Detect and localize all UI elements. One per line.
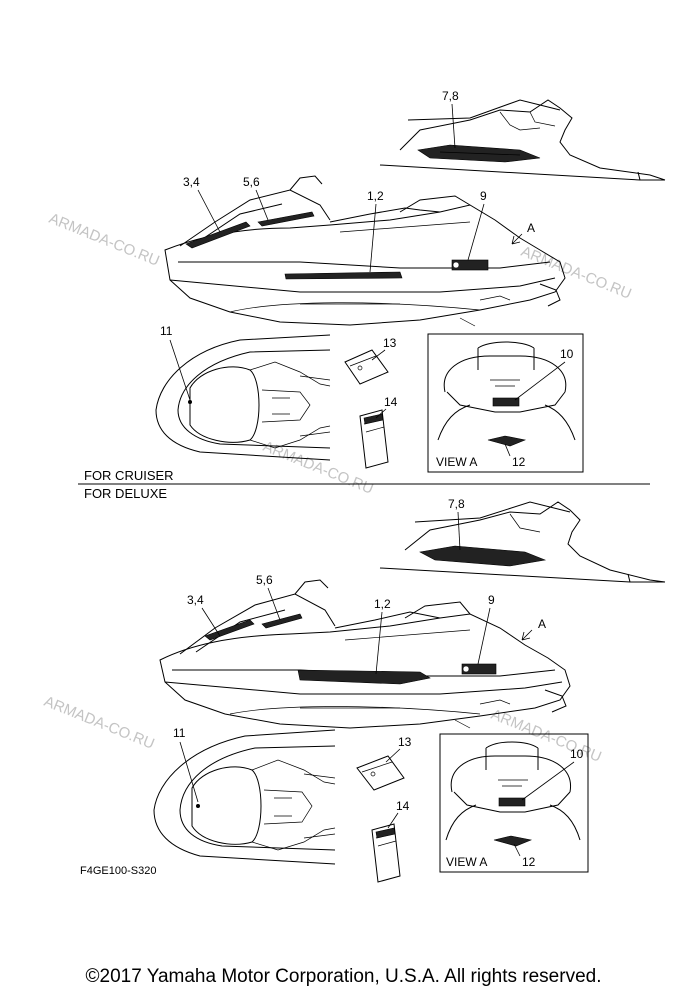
figure-code: F4GE100-S320 (80, 865, 156, 877)
callout-7-8: 7,8 (442, 89, 459, 103)
label-card-top (359, 409, 389, 469)
view-a-label: VIEW A (446, 855, 487, 869)
callout-3-4: 3,4 (183, 175, 200, 189)
rear-deck-inset-top (379, 99, 666, 181)
watercraft-side-view-bottom (159, 579, 571, 729)
section-deluxe-label: FOR DELUXE (84, 486, 167, 501)
callout-14: 14 (384, 395, 398, 409)
manual-pouch-top (344, 349, 389, 385)
callout-9: 9 (480, 189, 487, 203)
view-a-box-top (427, 333, 584, 473)
watermark: ARMADA-CO.RU (42, 693, 157, 753)
callouts-top: 7,8 3,4 5,6 1,2 9 A 11 13 14 10 12 VIEW … (160, 89, 574, 469)
callout-5-6: 5,6 (256, 573, 273, 587)
callout-13: 13 (383, 336, 397, 350)
watercraft-top-view-deluxe (153, 729, 336, 865)
copyright-notice: ©2017 Yamaha Motor Corporation, U.S.A. A… (85, 966, 602, 987)
watercraft-side-view-top (164, 175, 566, 327)
callout-7-8: 7,8 (448, 497, 465, 511)
yamaha-badge-view-bottom (498, 797, 526, 807)
callout-a: A (538, 617, 546, 631)
yamaha-badge-top (451, 259, 489, 271)
rear-deck-inset-bottom (379, 501, 666, 583)
callout-12: 12 (522, 855, 536, 869)
callouts-bottom: 7,8 3,4 5,6 1,2 9 A 11 13 14 10 12 VIEW … (173, 497, 584, 869)
watercraft-top-view-cruiser (155, 334, 331, 461)
yamaha-badge-bottom (461, 663, 497, 675)
label-card-bottom (371, 823, 401, 883)
watermark: ARMADA-CO.RU (47, 210, 162, 270)
watermark: ARMADA-CO.RU (489, 706, 604, 766)
callout-3-4: 3,4 (187, 593, 204, 607)
manual-pouch-bottom (356, 755, 405, 791)
callout-a: A (527, 221, 535, 235)
watermark: ARMADA-CO.RU (519, 243, 634, 303)
callout-1-2: 1,2 (374, 597, 391, 611)
callout-11: 11 (173, 726, 186, 740)
section-cruiser-label: FOR CRUISER (84, 468, 174, 483)
callout-5-6: 5,6 (243, 175, 260, 189)
callout-14: 14 (396, 799, 410, 813)
callout-10: 10 (560, 347, 574, 361)
view-a-label: VIEW A (436, 455, 477, 469)
callout-9: 9 (488, 593, 495, 607)
callout-1-2: 1,2 (367, 189, 384, 203)
callout-13: 13 (398, 735, 412, 749)
yamaha-badge-view-top (492, 397, 520, 407)
callout-11: 11 (160, 324, 173, 338)
callout-12: 12 (512, 455, 526, 469)
callout-10: 10 (570, 747, 584, 761)
view-a-box-bottom (439, 733, 589, 873)
